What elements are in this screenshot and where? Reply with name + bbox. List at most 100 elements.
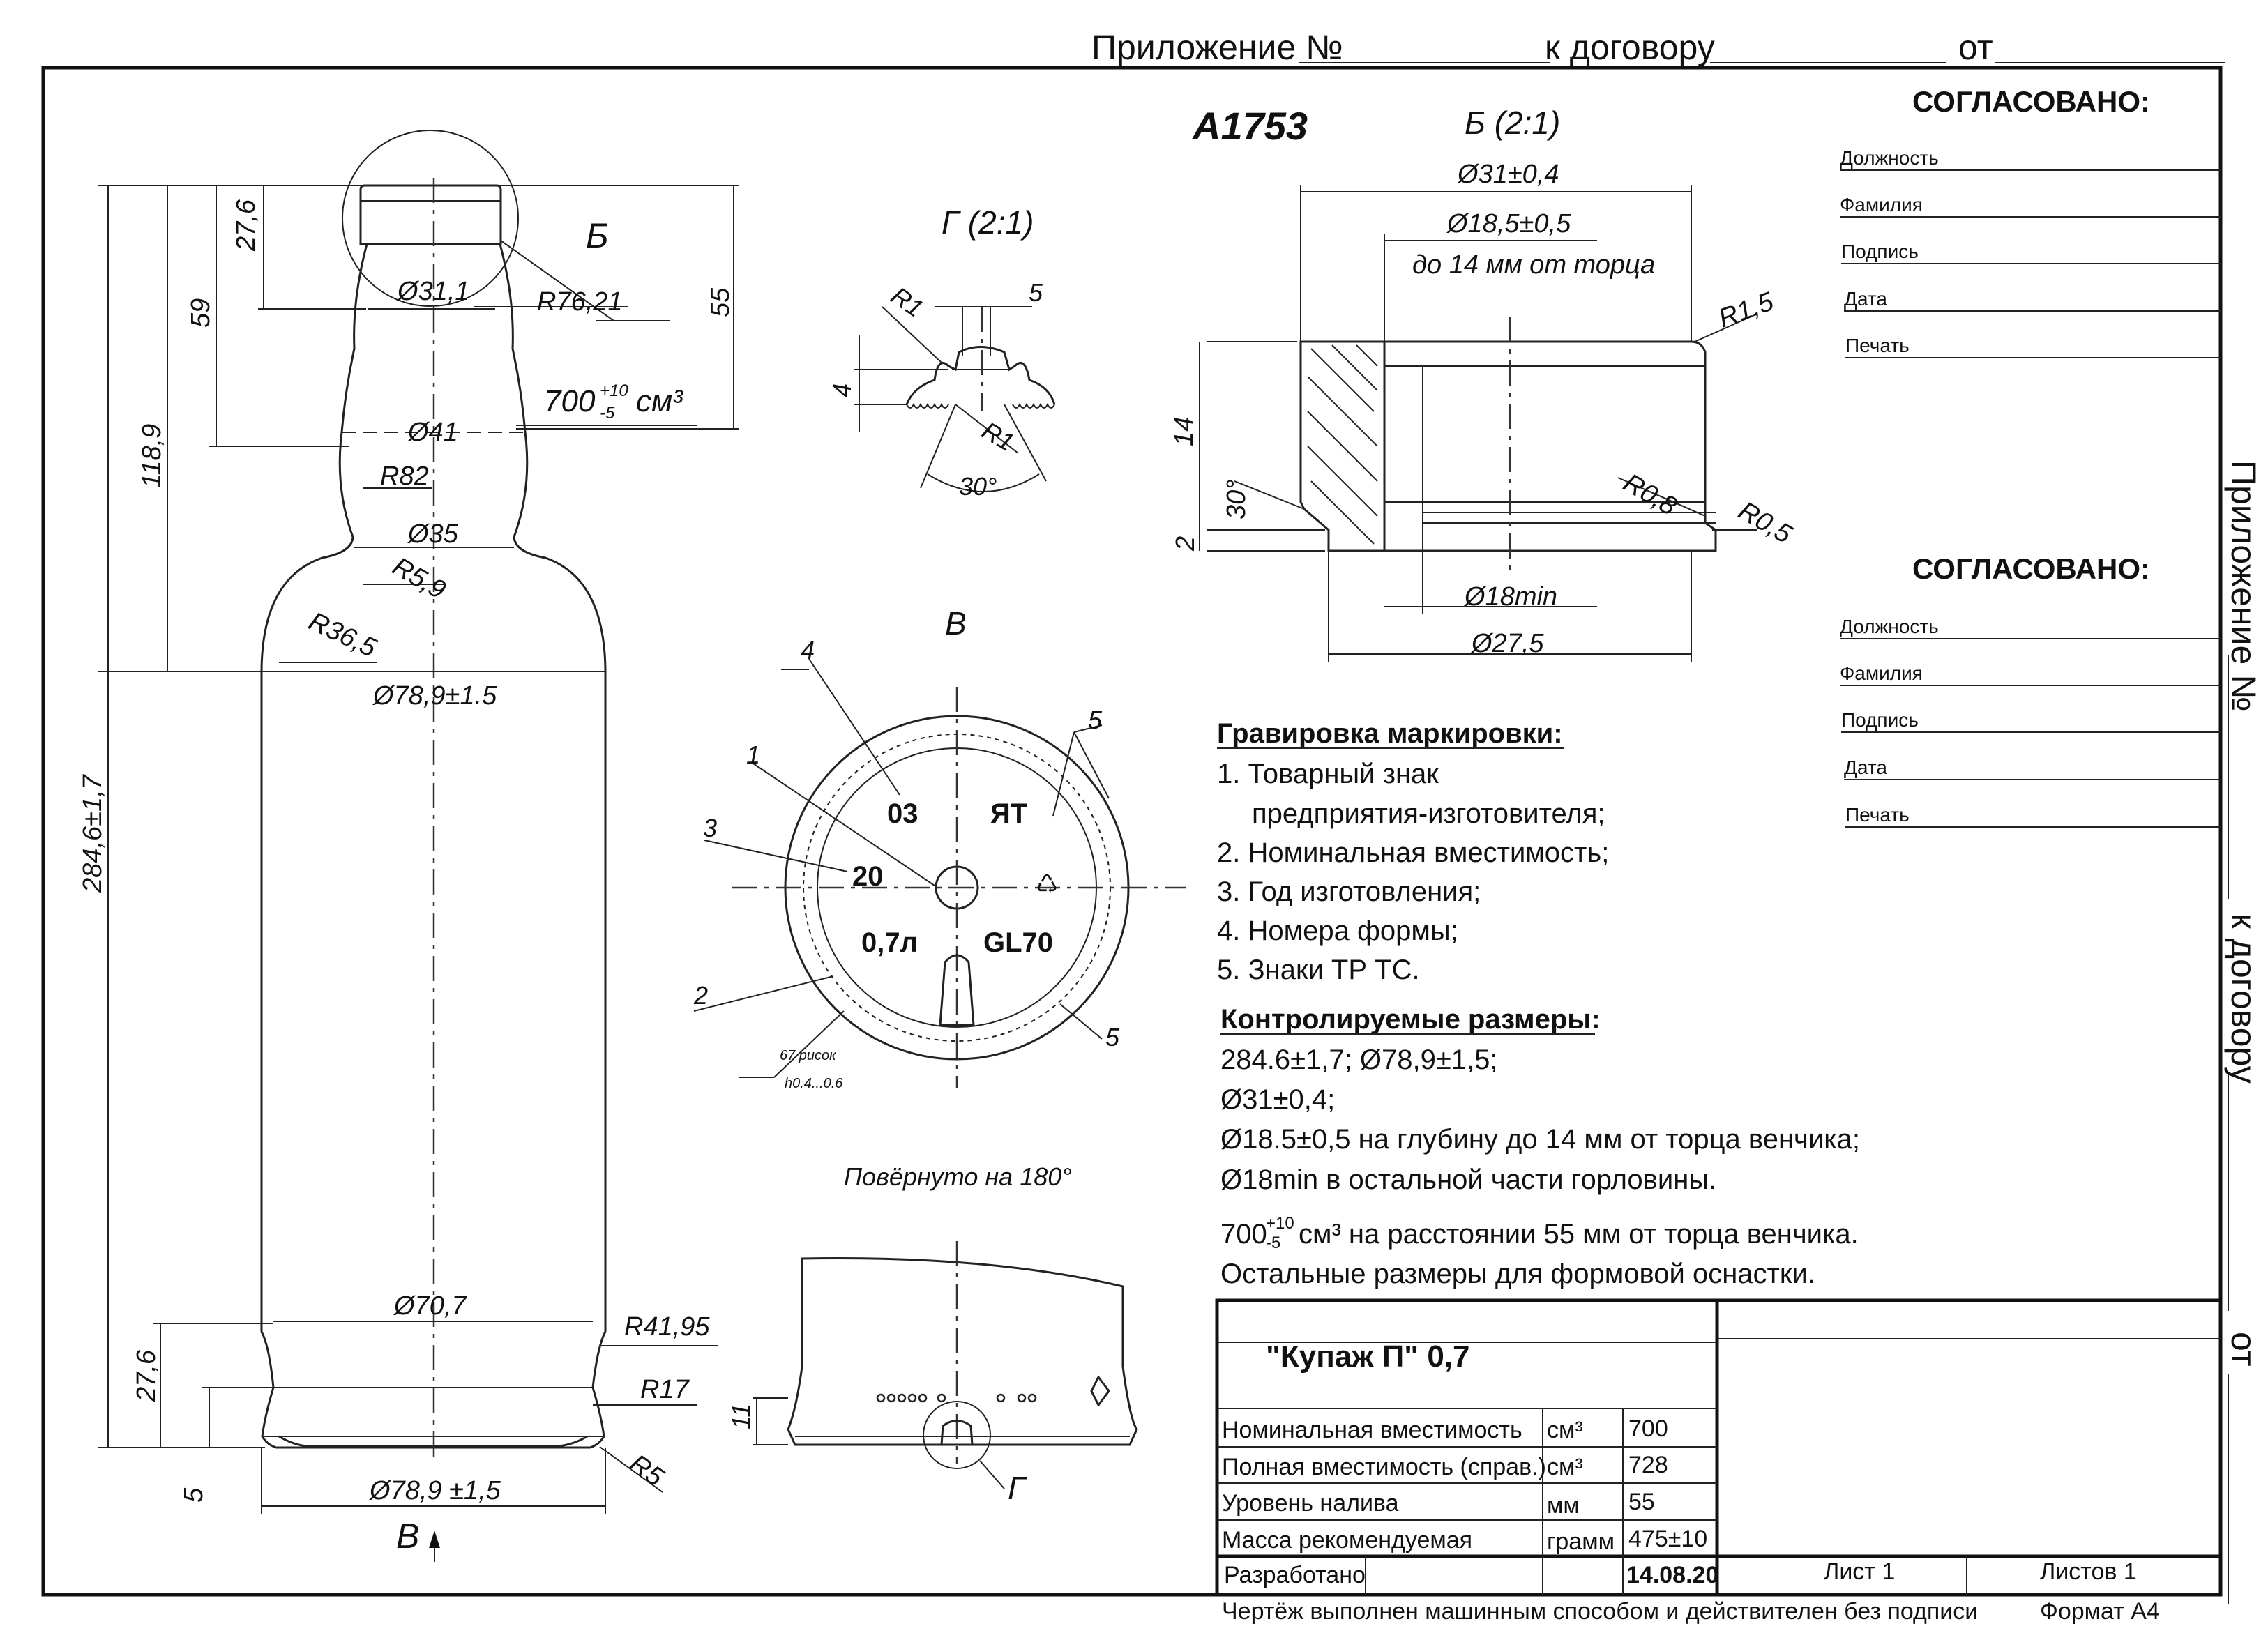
approval-block-1: СОГЛАСОВАНО: Должность Фамилия Подпись Д…	[1840, 85, 2221, 358]
dim-r82: R82	[380, 462, 429, 491]
top-header: Приложение № к договору от	[1091, 28, 2225, 67]
side-contract-label: к договору	[2224, 913, 2263, 1084]
spec-value: 700	[1628, 1415, 1668, 1442]
developed-label: Разработано	[1224, 1562, 1366, 1588]
engraving-item: 5. Знаки ТР ТС.	[1217, 955, 1420, 985]
rotated-g-marker: Г	[1008, 1470, 1027, 1506]
drawing-code: A1753	[1191, 104, 1308, 148]
dim-d789: Ø78,9±1.5	[372, 681, 497, 711]
view-b-title: Б (2:1)	[1465, 105, 1560, 141]
footer-note: Чертёж выполнен машинным способом и дейс…	[1222, 1598, 1978, 1625]
sheet-count: Листов 1	[2040, 1558, 2137, 1585]
dim-5: 5	[179, 1487, 209, 1503]
engraving-item: 1. Товарный знак	[1217, 759, 1439, 789]
view-g: Г (2:1) R1 5 4 R1 30°	[828, 204, 1056, 501]
view-b-marker: Б	[586, 216, 609, 255]
engraving-mold: 03	[887, 798, 918, 829]
recycle-icon: ♺	[1036, 869, 1058, 898]
dim-volume-sup: +10	[600, 381, 628, 400]
controlled-line: Ø31±0,4;	[1220, 1084, 1335, 1115]
view-b-detail: Б (2:1)	[1170, 105, 1797, 662]
side-from-label: от	[2224, 1332, 2263, 1367]
dim-59: 59	[186, 298, 216, 328]
product-name: "Купаж П" 0,7	[1266, 1339, 1470, 1374]
approval-title: СОГЛАСОВАНО:	[1912, 85, 2150, 118]
dim-284: 284,6±1,7	[78, 773, 107, 893]
view-v-title: В	[945, 605, 967, 641]
dim-d789-bottom: Ø78,9 ±1,5	[368, 1476, 501, 1505]
view-v-marker: В	[396, 1517, 419, 1556]
spec-value: 728	[1628, 1452, 1668, 1478]
view-v-callout-5a: 5	[1088, 706, 1103, 734]
view-b-r15: R1,5	[1715, 287, 1778, 333]
view-b-d185: Ø18,5±0,5	[1446, 209, 1571, 238]
footer-format: Формат А4	[2040, 1598, 2160, 1625]
header-from-label: от	[1958, 28, 1993, 67]
approval-title: СОГЛАСОВАНО:	[1912, 552, 2150, 585]
view-b-d18: Ø18min	[1463, 582, 1557, 612]
field-surname: Фамилия	[1840, 662, 1923, 684]
dim-55: 55	[706, 287, 735, 317]
spec-label: Полная вместимость (справ.)	[1222, 1454, 1546, 1480]
side-header: Приложение № к договору от	[2224, 460, 2263, 1604]
approval-block-2: СОГЛАСОВАНО: Должность Фамилия Подпись Д…	[1840, 552, 2221, 828]
sheet-number: Лист 1	[1824, 1558, 1895, 1585]
outer-frame	[41, 66, 2223, 1597]
view-v-callout-5b: 5	[1105, 1023, 1120, 1051]
header-contract-label: к договору	[1545, 28, 1715, 67]
spec-label: Масса рекомендуемая	[1222, 1527, 1472, 1554]
rotated-mark	[1090, 1375, 1110, 1407]
view-v-callout-1: 1	[746, 740, 760, 769]
dim-d41: Ø41	[407, 418, 458, 447]
view-v-callout-3: 3	[703, 814, 717, 842]
dim-118: 118,9	[137, 424, 167, 488]
spec-unit: мм	[1547, 1492, 1580, 1519]
view-b-14: 14	[1170, 417, 1199, 446]
controlled-vol-sup: +10	[1266, 1214, 1294, 1233]
bottle-outline	[260, 130, 607, 1464]
view-v-detail: В 1 2 3 4 5 5 03 ЯT 20 0,7л	[693, 605, 1186, 1091]
view-v-callout-4: 4	[801, 636, 815, 664]
controlled-line: Ø18min в остальной части горловины.	[1220, 1164, 1716, 1195]
field-surname: Фамилия	[1840, 194, 1923, 215]
rotated-title: Повёрнуто на 180°	[844, 1162, 1072, 1191]
spec-unit: грамм	[1547, 1528, 1615, 1555]
dim-d707: Ø70,7	[393, 1291, 467, 1321]
developed-date: 14.08.20	[1626, 1562, 1718, 1588]
view-g-4: 4	[828, 383, 856, 397]
footer: Чертёж выполнен машинным способом и дейс…	[1222, 1598, 2160, 1625]
field-position: Должность	[1840, 147, 1939, 169]
dim-r76: R76,21	[537, 287, 623, 317]
engraving-logo: ЯT	[990, 798, 1027, 829]
engraving-item: 4. Номера формы;	[1217, 916, 1458, 946]
field-stamp: Печать	[1845, 335, 1910, 356]
engraving-notes: Гравировка маркировки: 1. Товарный знак …	[1217, 718, 1860, 1289]
dim-volume-sub: -5	[600, 404, 615, 423]
field-signature: Подпись	[1841, 709, 1919, 731]
view-b-r05: R0,5	[1734, 496, 1797, 549]
view-b-2: 2	[1171, 536, 1200, 552]
dim-r4195: R41,95	[624, 1312, 710, 1342]
dim-d35: Ø35	[407, 519, 459, 549]
controlled-vol-rest: см³ на расстоянии 55 мм от торца венчика…	[1299, 1219, 1859, 1250]
view-g-r1-bottom: R1	[977, 416, 1019, 457]
dim-top-diameter: Ø31,1	[396, 277, 470, 306]
view-v-callout-2: 2	[693, 981, 708, 1010]
dim-27-6-bottom: 27,6	[132, 1349, 161, 1402]
side-appendix-label: Приложение №	[2224, 460, 2263, 712]
bottle-dimension-texts: 27,6 Ø31,1 59 55 R76,21 700 +10 -5 см³ Ø…	[78, 199, 735, 1556]
risk-depth: h0.4...0.6	[785, 1076, 843, 1091]
rotated-11: 11	[727, 1404, 755, 1429]
engraving-item: 2. Номинальная вместимость;	[1217, 837, 1609, 868]
spec-unit: см³	[1547, 1417, 1583, 1443]
controlled-last: Остальные размеры для формовой оснастки.	[1220, 1259, 1815, 1289]
field-signature: Подпись	[1841, 241, 1919, 262]
engraving-volume: 0,7л	[861, 927, 918, 958]
view-g-angle: 30°	[959, 472, 997, 501]
dim-volume: 700	[544, 384, 596, 418]
spec-unit: см³	[1547, 1454, 1583, 1480]
engraving-item: предприятия-изготовителя;	[1252, 798, 1605, 829]
view-b-note: до 14 мм от торца	[1412, 250, 1655, 280]
field-stamp: Печать	[1845, 804, 1910, 826]
